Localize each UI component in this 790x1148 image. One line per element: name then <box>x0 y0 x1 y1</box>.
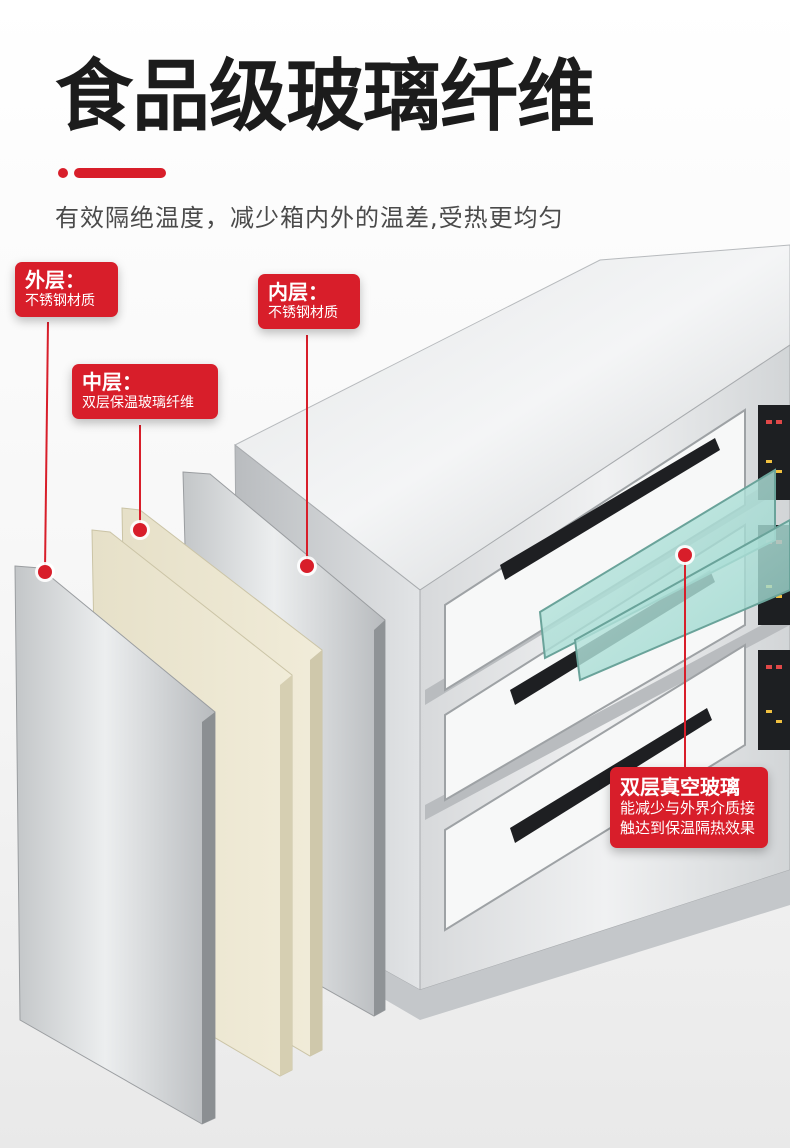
title-underline <box>58 168 166 178</box>
callout-outer-title: 外层： <box>25 268 85 292</box>
callout-glass-desc: 能减少与外界介质接触达到保温隔热效果 <box>620 799 756 837</box>
underline-dot <box>58 168 68 178</box>
callout-dots <box>35 520 695 582</box>
callout-outer-desc: 不锈钢材质 <box>25 293 95 309</box>
double-glass <box>538 468 790 682</box>
callout-middle-layer: 中层： 双层保温玻璃纤维 <box>72 364 218 420</box>
panel-outer <box>14 565 216 1125</box>
page-subtitle: 有效隔绝温度，减少箱内外的温差,受热更均匀 <box>55 204 564 232</box>
page-title: 食品级玻璃纤维 <box>55 52 595 142</box>
callout-middle-desc: 双层保温玻璃纤维 <box>82 395 194 411</box>
callout-lines <box>44 321 686 770</box>
callout-outer-layer: 外层： 不锈钢材质 <box>15 262 118 318</box>
callout-glass-title: 双层真空玻璃 <box>620 775 740 799</box>
callout-inner-desc: 不锈钢材质 <box>268 305 338 321</box>
callout-middle-title: 中层： <box>82 370 142 394</box>
callout-inner-layer: 内层： 不锈钢材质 <box>258 274 360 330</box>
underline-bar <box>74 168 166 178</box>
callout-inner-title: 内层： <box>268 280 328 304</box>
callout-double-glass: 双层真空玻璃 能减少与外界介质接触达到保温隔热效果 <box>610 767 768 848</box>
